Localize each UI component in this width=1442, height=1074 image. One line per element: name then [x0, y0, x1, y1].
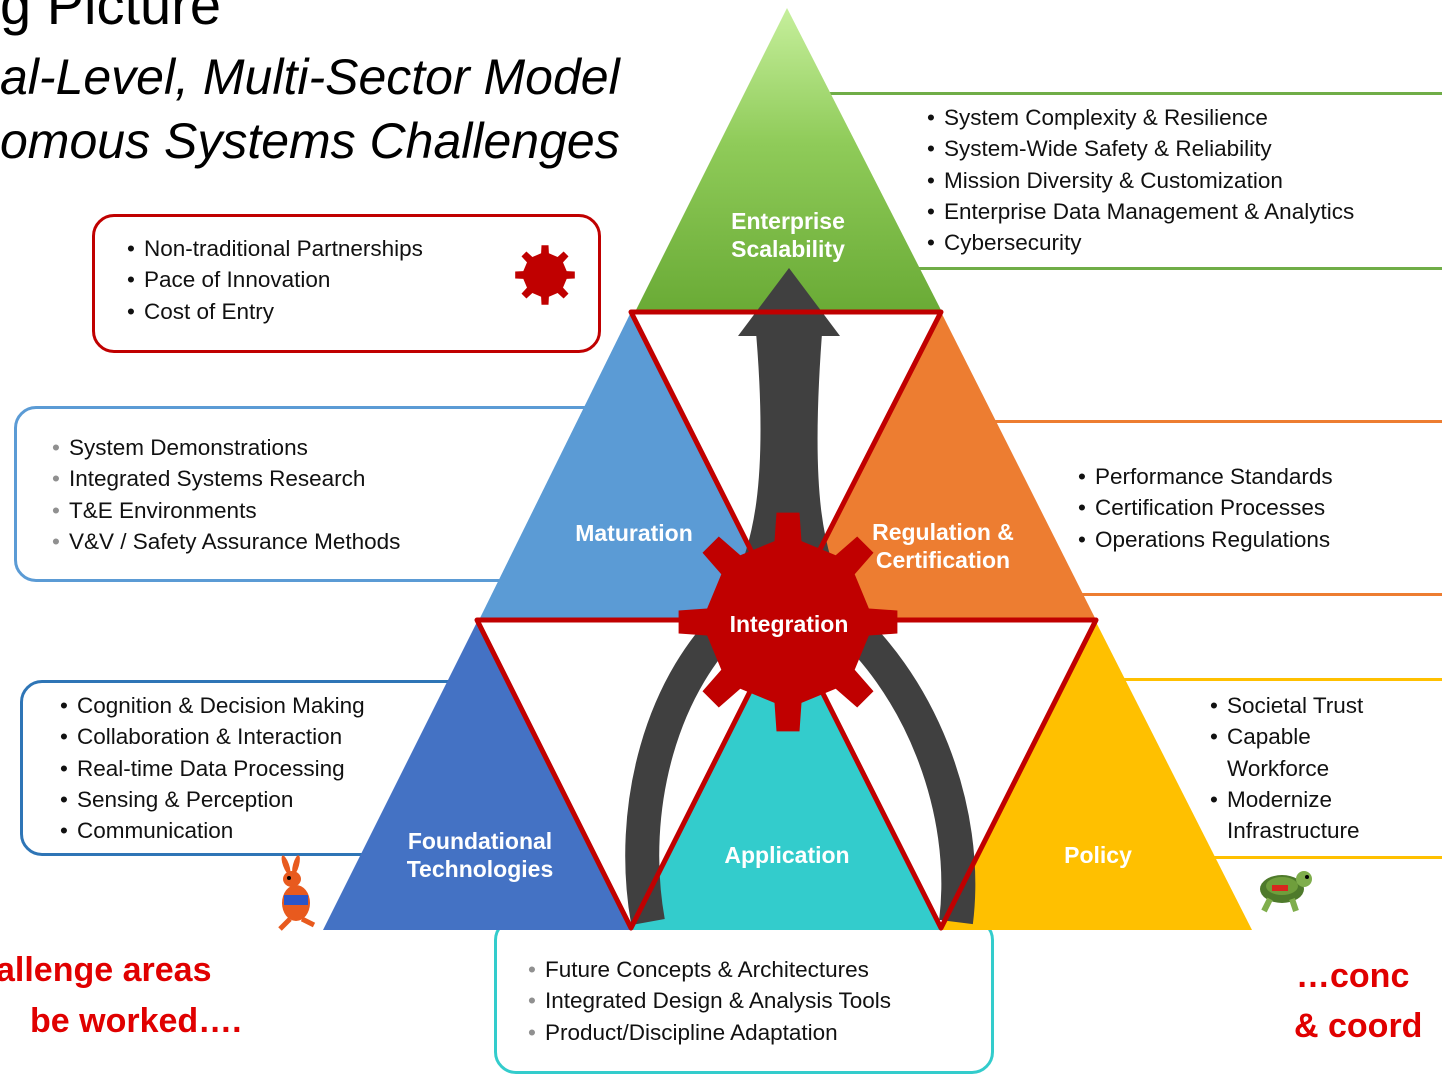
- list-item: System Demonstrations: [52, 432, 400, 464]
- application-triangle: [631, 622, 941, 930]
- regulation-label: Regulation &Certification: [872, 519, 1014, 573]
- red-gear-icon: [515, 245, 575, 305]
- flow-arrow-head: [738, 268, 840, 336]
- regulation-triangle: [785, 312, 1095, 618]
- list-item: Mission Diversity & Customization: [927, 165, 1354, 197]
- bottom-right-inverted-outline: [783, 617, 1099, 931]
- integration-label: Integration: [730, 611, 849, 637]
- enterprise-list: System Complexity & Resilience System-Wi…: [927, 102, 1354, 259]
- foundational-triangle: [323, 622, 631, 930]
- application-label: Application: [724, 842, 849, 868]
- challenges-list: Non-traditional Partnerships Pace of Inn…: [127, 233, 423, 327]
- running-hare-icon: [278, 855, 316, 931]
- integration-gear-icon: [678, 512, 898, 732]
- slide-title: g Picture: [0, 0, 221, 36]
- bottom-right-text-line-1: …conc: [1296, 957, 1410, 995]
- list-item: Product/Discipline Adaptation: [528, 1017, 891, 1049]
- policy-triangle: [941, 622, 1252, 930]
- gear-body: [515, 245, 575, 305]
- list-item: Societal Trust: [1210, 690, 1363, 722]
- list-item: Operations Regulations: [1078, 524, 1333, 556]
- list-item: Performance Standards: [1078, 461, 1333, 493]
- enterprise-triangle: [636, 8, 941, 310]
- maturation-label: Maturation: [575, 520, 693, 546]
- list-item-continued: Infrastructure: [1227, 818, 1360, 844]
- list-item: Real-time Data Processing: [60, 753, 365, 785]
- bottom-left-text-line-1: allenge areas: [0, 951, 212, 989]
- list-item: Modernize: [1210, 784, 1363, 816]
- list-item: Sensing & Perception: [60, 784, 365, 816]
- bottom-right-text-line-2: & coord: [1294, 1007, 1423, 1045]
- list-item: Pace of Innovation: [127, 264, 423, 296]
- list-item: System Complexity & Resilience: [927, 102, 1354, 134]
- list-item: T&E Environments: [52, 495, 400, 527]
- list-item: Future Concepts & Architectures: [528, 954, 891, 986]
- middle-inverted-outline: [628, 309, 944, 621]
- maturation-list: System Demonstrations Integrated Systems…: [52, 432, 400, 557]
- policy-list: Societal Trust Capable Workforce Moderni…: [1210, 690, 1363, 846]
- application-list: Future Concepts & Architectures Integrat…: [528, 954, 891, 1048]
- policy-label: Policy: [1064, 842, 1132, 868]
- slide-subtitle-line-1: al-Level, Multi-Sector Model: [0, 49, 620, 105]
- list-item: Cognition & Decision Making: [60, 690, 365, 722]
- list-item: V&V / Safety Assurance Methods: [52, 526, 400, 558]
- regulation-list: Performance Standards Certification Proc…: [1078, 461, 1333, 555]
- list-item-continued: Workforce: [1227, 755, 1330, 781]
- slide-subtitle-line-2: omous Systems Challenges: [0, 113, 620, 169]
- gear-body: [678, 512, 898, 732]
- list-item: Collaboration & Interaction: [60, 721, 365, 753]
- list-item: Integrated Design & Analysis Tools: [528, 985, 891, 1017]
- list-item: Communication: [60, 815, 365, 847]
- bottom-left-text-line-2: be worked….: [30, 1002, 242, 1040]
- list-item: Non-traditional Partnerships: [127, 233, 423, 265]
- list-item: System-Wide Safety & Reliability: [927, 133, 1354, 165]
- list-item: Cybersecurity: [927, 227, 1354, 259]
- maturation-triangle: [480, 312, 785, 618]
- list-item: Capable: [1210, 721, 1363, 753]
- list-item: Enterprise Data Management & Analytics: [927, 196, 1354, 228]
- tortoise-icon: [1260, 871, 1312, 913]
- list-item: Cost of Entry: [127, 296, 423, 328]
- list-item: Integrated Systems Research: [52, 463, 400, 495]
- list-item: Certification Processes: [1078, 492, 1333, 524]
- foundational-list: Cognition & Decision Making Collaboratio…: [60, 690, 365, 847]
- bottom-left-inverted-outline: [474, 617, 789, 931]
